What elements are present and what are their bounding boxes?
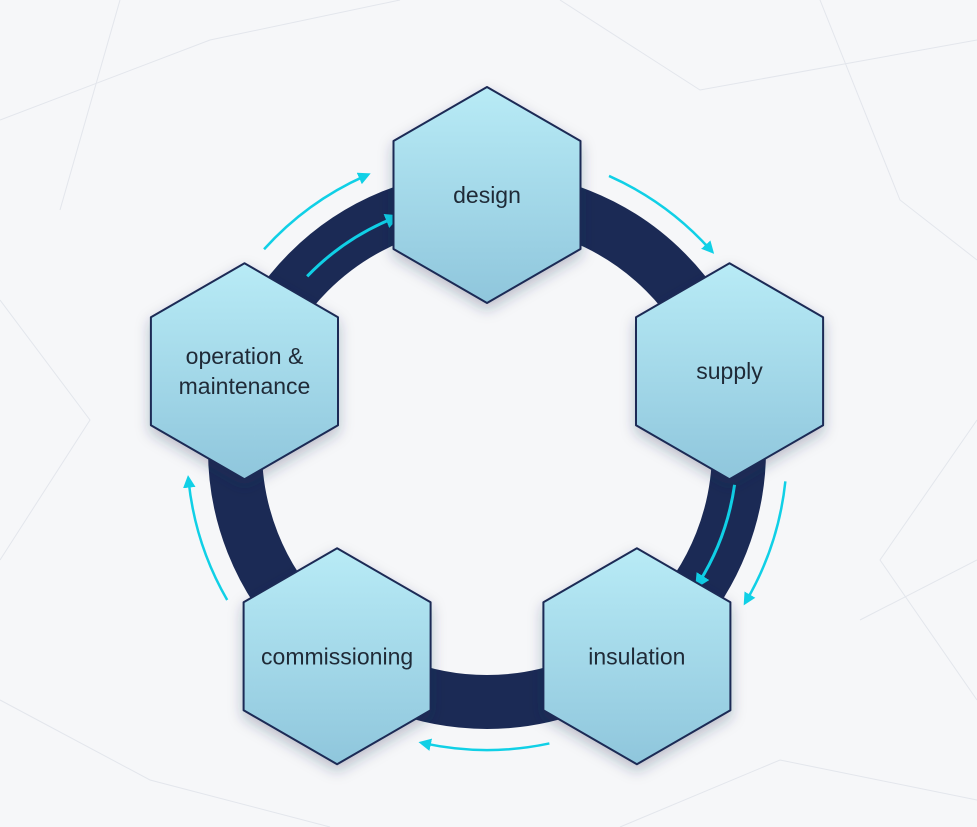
ring-arrow-supply-to-insulation: [695, 484, 737, 589]
node-supply: supply: [635, 262, 825, 481]
node-label: supply: [696, 358, 763, 384]
node-commissioning: commissioning: [242, 547, 432, 766]
node-hexagon: [542, 547, 732, 766]
cycle-arrow-operation-maintenance-to-design: [263, 172, 371, 251]
ring-arrow-operation-maintenance-to-design: [306, 214, 401, 278]
node-hexagon: [149, 262, 339, 481]
node-hexagon: [242, 547, 432, 766]
node-hexagon: [392, 86, 582, 304]
node-label: commissioning: [261, 643, 413, 669]
cycle-arrow-supply-to-insulation: [743, 481, 787, 606]
cycle-nodes: design supply insulation commissioning opera…: [149, 86, 825, 766]
node-label: insulation: [588, 643, 685, 669]
cycle-arrows: [183, 172, 787, 752]
node-label: operation &: [186, 343, 304, 369]
cycle-arrow-design-to-supply: [608, 174, 715, 254]
cycle-arrow-insulation-to-commissioning: [418, 738, 550, 752]
node-hexagon: [635, 262, 825, 481]
node-design: design: [392, 86, 582, 304]
node-operation-maintenance: operation & maintenance: [149, 262, 339, 481]
node-label: maintenance: [179, 373, 311, 399]
node-insulation: insulation: [542, 547, 732, 766]
node-label: design: [453, 182, 521, 208]
cycle-arrow-commissioning-to-operation-maintenance: [183, 475, 229, 601]
